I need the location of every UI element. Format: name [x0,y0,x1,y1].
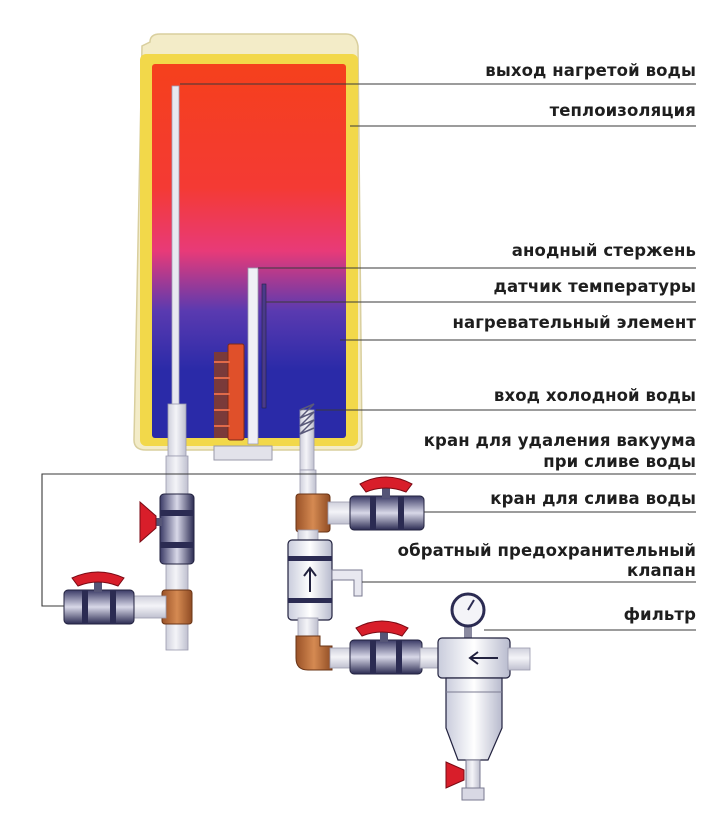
filter-flow-arrow-icon [468,651,498,665]
filter-drain-handle [445,761,465,789]
cold-inlet-piping [287,469,441,675]
check-valve-release-lever [331,569,363,597]
label-check-valve-line1: обратный предохранительный [397,541,696,560]
leader-lines [41,83,696,631]
label-hot-water-outlet: выход нагретой воды [485,61,696,80]
bottom-elbow [295,635,333,671]
hot-outlet-piping [63,455,195,651]
drain-tee [295,493,331,533]
tank-bottom-fitting [213,445,273,461]
inlet-valve-body [349,639,423,675]
hot-line-valve-handle [139,500,157,544]
heating-element [214,343,245,441]
label-cold-water-inlet: вход холодной воды [493,386,696,405]
tank [133,33,363,461]
label-filter: фильтр [623,605,696,624]
label-insulation: теплоизоляция [549,101,696,120]
inlet-valve-handle [355,620,409,637]
hot-branch-valve-handle [71,571,125,587]
cold-water-inlet [299,403,315,471]
hot-branch-valve-body [63,589,135,625]
filter [437,592,531,801]
label-temperature-sensor: датчик температуры [493,277,696,296]
label-heating-element: нагревательный элемент [452,313,696,332]
label-anode-rod: анодный стержень [511,241,696,260]
temperature-sensor [261,283,267,409]
drain-valve-handle [359,476,413,493]
hot-line-valve-body [159,493,195,565]
label-check-valve-line2: клапан [627,561,696,580]
hot-line-tee [161,589,193,625]
label-vacuum-valve-line2: при сливе воды [543,452,696,471]
drain-valve-body [349,495,425,531]
tank-water [152,64,346,438]
label-drain-valve: кран для слива воды [490,489,696,508]
check-valve-arrow-icon [303,566,317,592]
filter-bowl [445,677,503,761]
label-vacuum-valve-line1: кран для удаления вакуума [423,431,696,450]
anode-rod [247,267,259,445]
leader-vacuum-valve [41,473,696,607]
